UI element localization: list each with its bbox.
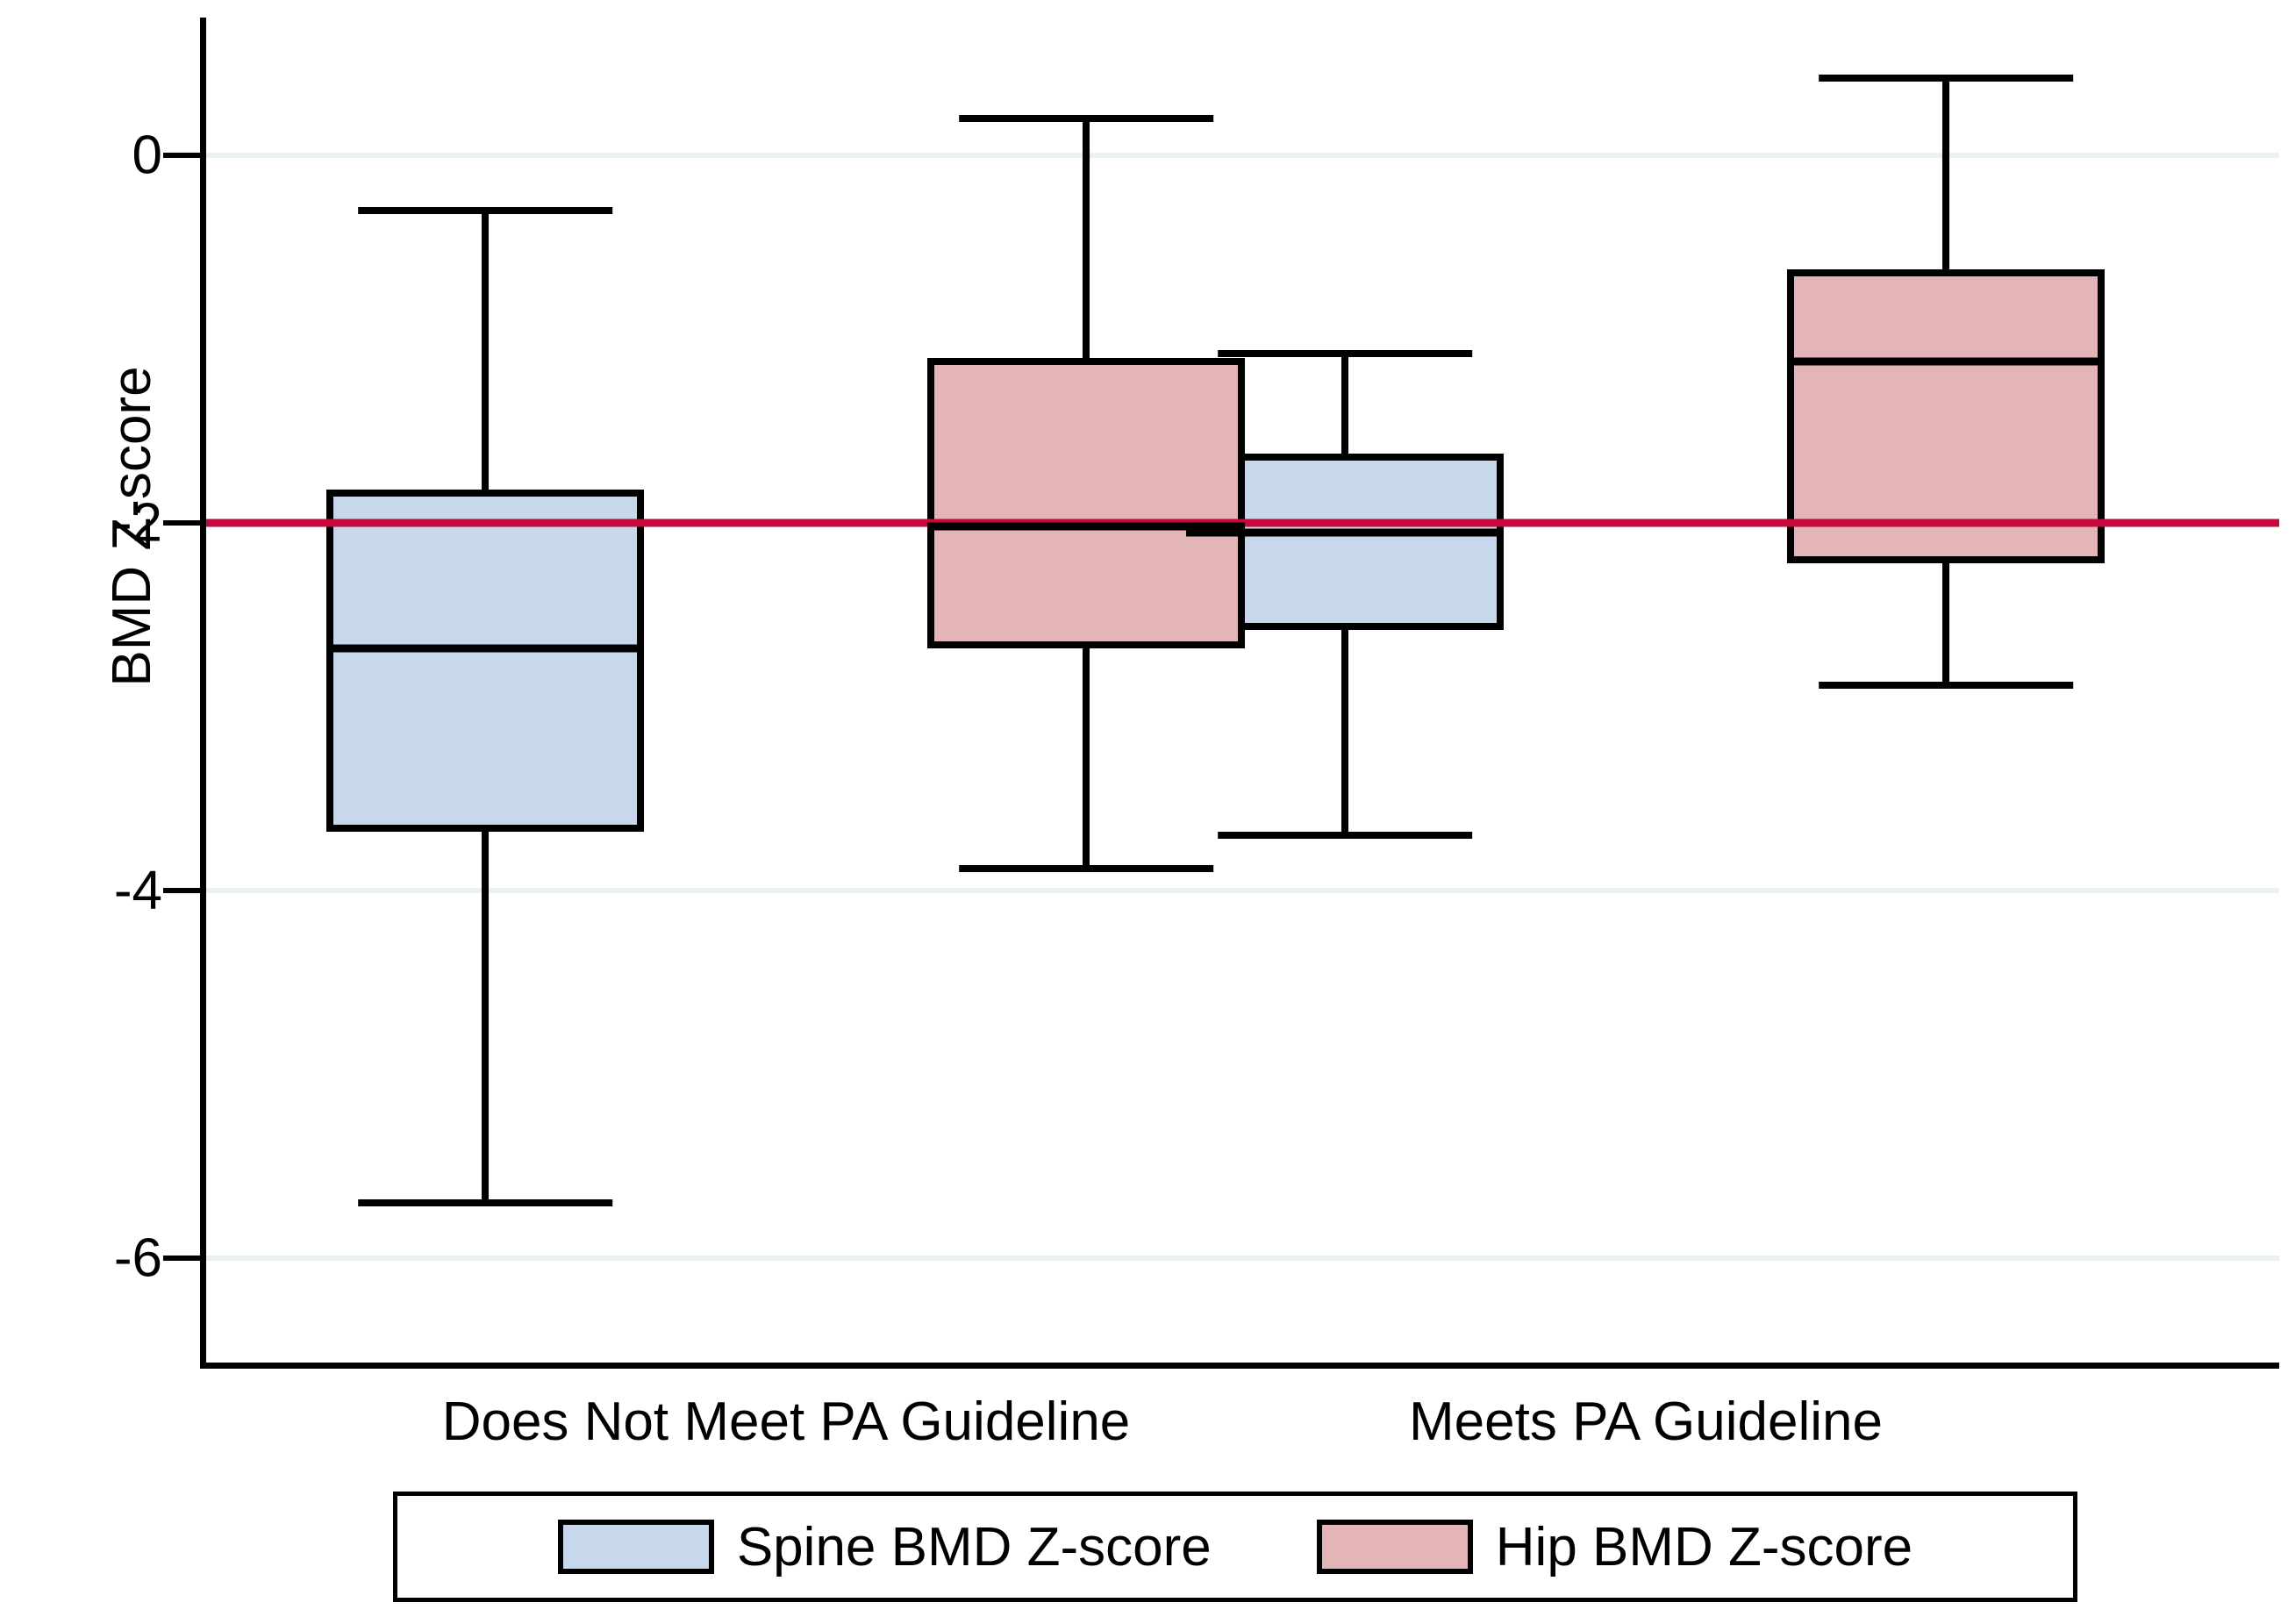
legend-swatch-hip	[1316, 1520, 1473, 1574]
median-line	[927, 522, 1245, 531]
x-category-label: Meets PA Guideline	[1409, 1391, 1883, 1452]
y-axis-tick-labels: 0 -2 -4 -6	[0, 0, 162, 1624]
whisker-upper-cap	[1819, 75, 2073, 82]
y-tick-label: -6	[113, 1227, 162, 1289]
gridline	[206, 1256, 2279, 1262]
whisker-lower-stem	[1942, 563, 1949, 685]
y-tick-mark	[163, 888, 200, 894]
whisker-upper-stem	[1942, 78, 1949, 270]
legend-label: Spine BMD Z-score	[736, 1516, 1212, 1577]
median-line	[1787, 357, 2105, 366]
gridline	[206, 888, 2279, 894]
x-axis-line	[200, 1363, 2279, 1369]
y-tick-mark	[163, 1256, 200, 1262]
y-tick-label: -2	[113, 492, 162, 554]
whisker-lower-cap	[1218, 832, 1472, 840]
y-tick-label: 0	[132, 125, 162, 186]
whisker-lower-stem	[482, 832, 489, 1204]
whisker-lower-stem	[1341, 629, 1348, 836]
box-iqr	[326, 490, 644, 833]
whisker-lower-cap	[358, 1199, 612, 1207]
plot-area	[163, 18, 2279, 1369]
box-iqr	[927, 357, 1245, 648]
whisker-upper-stem	[1083, 118, 1090, 358]
legend-swatch-spine	[557, 1520, 714, 1574]
whisker-lower-stem	[1083, 647, 1090, 869]
y-tick-mark	[163, 153, 200, 159]
median-line	[1186, 528, 1504, 537]
whisker-upper-cap	[1218, 350, 1472, 358]
whisker-upper-stem	[1341, 354, 1348, 454]
whisker-upper-cap	[959, 115, 1213, 123]
whisker-upper-cap	[358, 207, 612, 214]
gridline	[206, 153, 2279, 159]
legend: Spine BMD Z-score Hip BMD Z-score	[393, 1492, 2077, 1602]
legend-label: Hip BMD Z-score	[1495, 1516, 1913, 1577]
y-tick-label: -4	[113, 860, 162, 921]
legend-entry: Hip BMD Z-score	[1316, 1516, 1913, 1578]
x-category-label: Does Not Meet PA Guideline	[441, 1391, 1131, 1452]
whisker-lower-cap	[1819, 681, 2073, 689]
whisker-lower-cap	[959, 865, 1213, 873]
box-iqr	[1787, 269, 2105, 564]
median-line	[326, 644, 644, 653]
y-axis-line	[200, 18, 206, 1369]
legend-entry: Spine BMD Z-score	[557, 1516, 1212, 1578]
whisker-upper-stem	[482, 211, 489, 490]
y-tick-mark	[163, 520, 200, 526]
